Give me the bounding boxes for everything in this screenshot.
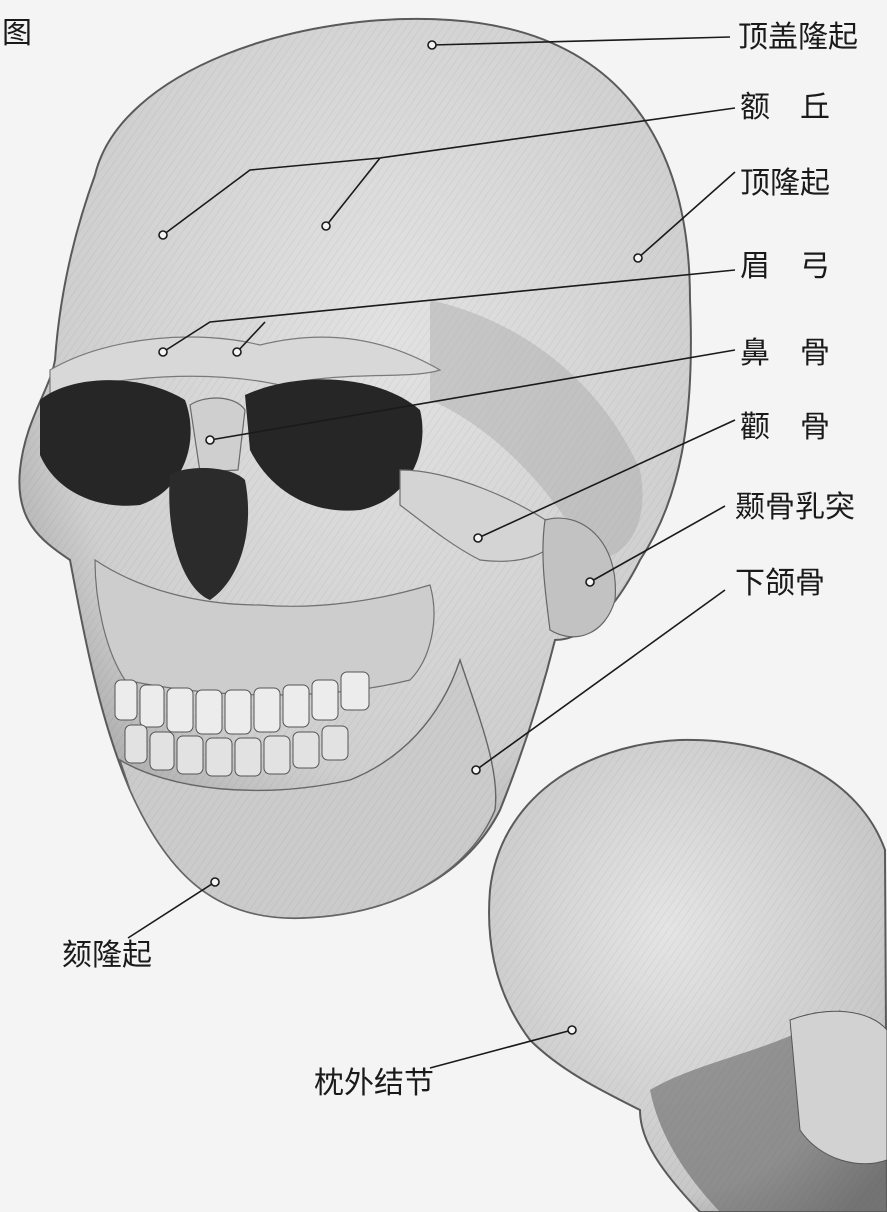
label-external-occipital-protuberance: 枕外结节	[314, 1066, 434, 1102]
marker-brow-ridge-right	[233, 348, 241, 356]
figure-label: 图	[2, 16, 32, 52]
marker-frontal-eminence-left	[159, 231, 167, 239]
marker-mental	[211, 878, 219, 886]
label-frontal-eminence: 额 丘	[740, 90, 830, 126]
label-parietal-eminence: 顶隆起	[740, 166, 830, 202]
marker-mandible	[472, 766, 480, 774]
label-mastoid-process: 颞骨乳突	[735, 490, 855, 526]
label-mental-protuberance: 颏隆起	[62, 938, 152, 974]
marker-parietal-eminence	[634, 254, 642, 262]
label-zygomatic-bone: 颧 骨	[740, 410, 830, 446]
marker-brow-ridge-left	[159, 348, 167, 356]
back-skull	[489, 740, 887, 1212]
label-brow-ridge: 眉 弓	[740, 249, 830, 285]
label-nasal-bone: 鼻 骨	[740, 336, 830, 372]
marker-mastoid	[586, 578, 594, 586]
label-mandible: 下颌骨	[735, 566, 825, 602]
marker-occipital	[568, 1026, 576, 1034]
marker-parietal-vertex	[428, 41, 436, 49]
marker-zygomatic	[474, 534, 482, 542]
leader-mental	[128, 882, 215, 938]
marker-nasal-bone	[206, 436, 214, 444]
label-parietal-vertex: 顶盖隆起	[738, 20, 858, 56]
marker-frontal-eminence-right	[322, 222, 330, 230]
